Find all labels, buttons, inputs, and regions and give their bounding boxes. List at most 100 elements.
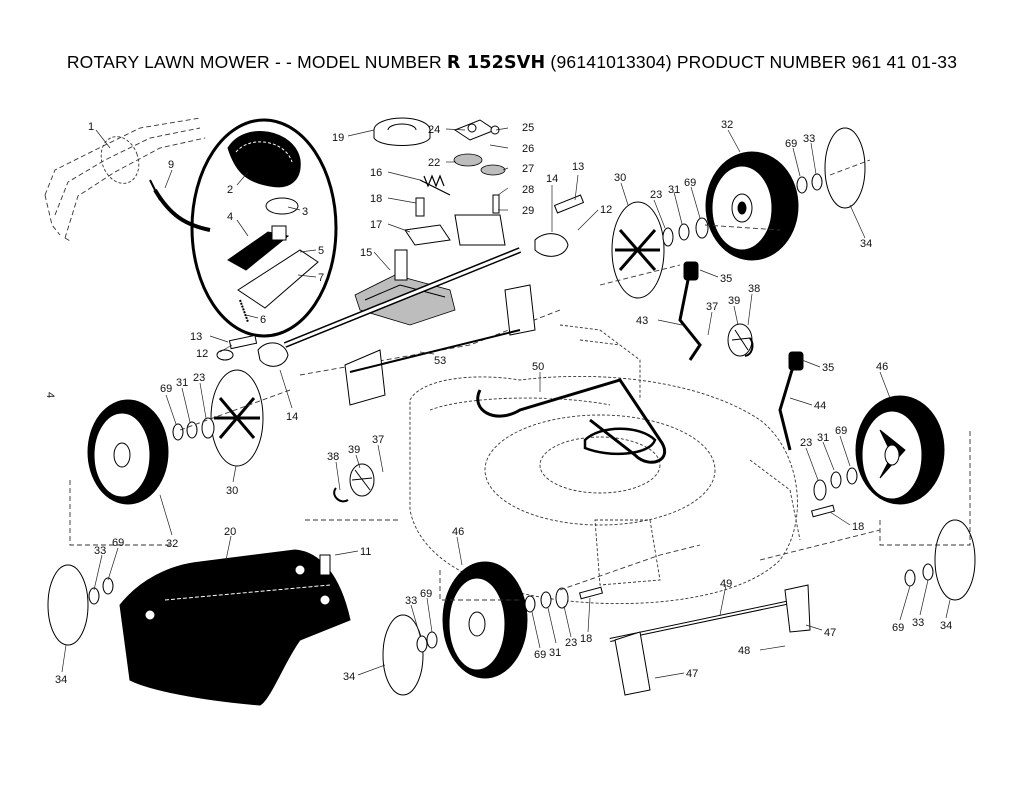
detail-circle	[190, 118, 338, 338]
callout-label: 12	[600, 204, 612, 216]
callout-label: 16	[370, 167, 382, 179]
callout-label: 49	[720, 578, 732, 590]
callout-label: 31	[668, 184, 680, 196]
callout-label: 53	[434, 355, 446, 367]
callout-label: 19	[332, 132, 344, 144]
callout-label: 69	[684, 177, 696, 189]
callout-label: 31	[549, 647, 561, 659]
callout-label: 33	[803, 133, 815, 145]
callout-label: 69	[534, 649, 546, 661]
callout-label: 25	[522, 122, 534, 134]
callout-label: 22	[428, 157, 440, 169]
callout-label: 12	[196, 348, 208, 360]
callout-label: 39	[728, 295, 740, 307]
callout-label: 37	[706, 301, 718, 313]
wheel-rear-right	[705, 151, 799, 261]
callout-label: 43	[636, 315, 648, 327]
drive-components-top	[373, 117, 506, 246]
callout-label: 28	[522, 184, 534, 196]
page-number: 4	[44, 392, 56, 398]
leader-lines	[61, 127, 951, 679]
callout-label: 39	[348, 444, 360, 456]
callout-label: 27	[522, 163, 534, 175]
callout-label: 38	[327, 451, 339, 463]
wheel-front-right	[855, 395, 945, 505]
callout-label: 38	[748, 283, 760, 295]
callout-label: 1	[88, 121, 94, 133]
callout-label: 35	[720, 273, 732, 285]
callout-label: 37	[372, 434, 384, 446]
callout-label: 69	[892, 622, 904, 634]
callout-label: 18	[370, 193, 382, 205]
callout-label: 69	[160, 383, 172, 395]
callout-label: 20	[224, 526, 236, 538]
alignment-lines	[69, 159, 971, 601]
callout-label: 31	[176, 377, 188, 389]
callout-label: 18	[580, 633, 592, 645]
callout-label: 34	[860, 238, 872, 250]
callout-label: 33	[405, 595, 417, 607]
callout-label: 47	[686, 668, 698, 680]
height-adjust-levers	[333, 261, 804, 503]
callout-label: 34	[55, 674, 67, 686]
diagram-title: ROTARY LAWN MOWER - - MODEL NUMBER R 152…	[0, 52, 1024, 73]
wheel-discs	[47, 127, 976, 696]
title-prefix: ROTARY LAWN MOWER - - MODEL NUMBER	[66, 52, 447, 72]
callout-label: 30	[614, 172, 626, 184]
rear-brackets	[299, 284, 561, 406]
callout-label: 23	[193, 372, 205, 384]
callout-label: 14	[286, 411, 298, 423]
callout-label: 46	[452, 526, 464, 538]
front-axle	[559, 504, 881, 696]
wheel-front-left	[442, 561, 528, 679]
callout-label: 24	[428, 124, 440, 136]
callout-label: 7	[318, 272, 324, 284]
callout-label: 13	[190, 331, 202, 343]
callout-label: 30	[226, 485, 238, 497]
title-model-number: R 152SVH	[446, 53, 546, 73]
callout-label: 34	[940, 620, 952, 632]
callout-label: 31	[817, 432, 829, 444]
callout-label: 2	[227, 184, 233, 196]
callout-label: 33	[94, 545, 106, 557]
callout-label: 50	[532, 361, 544, 373]
handle-assembly	[44, 117, 211, 243]
callout-label: 69	[835, 425, 847, 437]
gearbox-axle	[216, 194, 585, 367]
callout-labels: 1 2 3 4 5 6 7 9 11 12 12 13 13 14 14 15 …	[55, 119, 952, 686]
callout-label: 23	[800, 437, 812, 449]
callout-label: 34	[343, 671, 355, 683]
callout-label: 4	[227, 211, 233, 223]
callout-label: 32	[166, 538, 178, 550]
callout-label: 69	[112, 537, 124, 549]
grass-deflector	[119, 549, 351, 706]
callout-label: 69	[785, 138, 797, 150]
callout-label: 29	[522, 205, 534, 217]
callout-label: 17	[370, 219, 382, 231]
callout-label: 6	[260, 314, 266, 326]
callout-label: 48	[738, 645, 750, 657]
callout-label: 32	[721, 119, 733, 131]
callout-label: 13	[572, 161, 584, 173]
callout-label: 46	[876, 361, 888, 373]
callout-label: 69	[420, 588, 432, 600]
callout-label: 11	[360, 546, 371, 558]
title-suffix: (96141013304) PRODUCT NUMBER 961 41 01-3…	[545, 52, 958, 72]
callout-label: 3	[302, 206, 308, 218]
washers	[88, 173, 934, 653]
callout-label: 9	[168, 159, 174, 171]
callout-label: 33	[912, 617, 924, 629]
callout-label: 26	[522, 143, 534, 155]
callout-label: 18	[852, 521, 864, 533]
callout-label: 23	[565, 637, 577, 649]
callout-label: 44	[814, 400, 826, 412]
wheel-rear-left	[87, 399, 169, 505]
callout-label: 15	[360, 247, 372, 259]
callout-label: 35	[822, 362, 834, 374]
mower-deck	[409, 324, 801, 605]
callout-label: 47	[824, 627, 836, 639]
callout-label: 14	[546, 173, 558, 185]
callout-label: 5	[318, 245, 324, 257]
callout-label: 23	[650, 189, 662, 201]
